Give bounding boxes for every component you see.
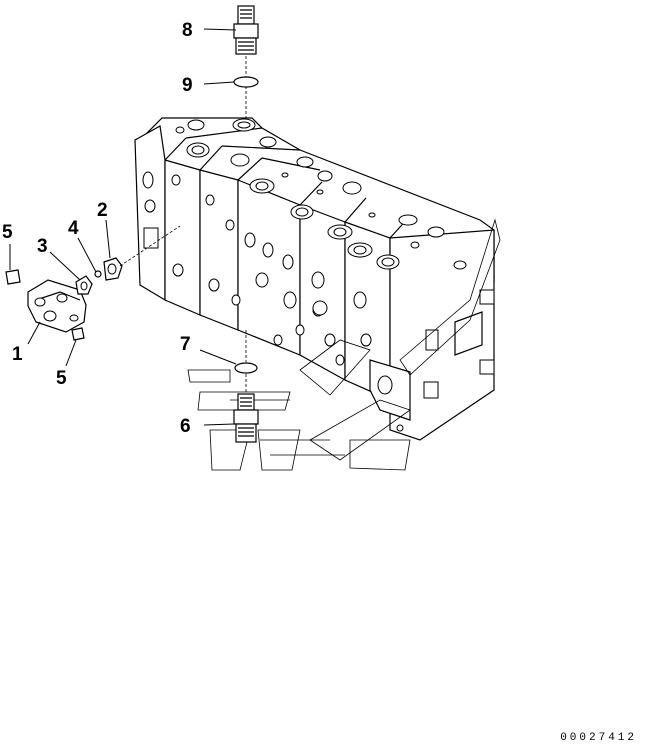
leader-7 (199, 349, 237, 365)
part-8-relief-valve (233, 5, 259, 118)
part-2-plug (103, 257, 123, 281)
leader-3 (49, 251, 81, 281)
part-1-cover (27, 279, 87, 333)
part-5-bolt-lower (71, 327, 85, 341)
drawing-number: 00027412 (560, 732, 637, 744)
callout-6: 6 (180, 416, 191, 437)
callout-5-lower: 5 (56, 368, 67, 389)
leader-9 (203, 81, 235, 85)
callout-9: 9 (182, 75, 193, 96)
callout-8: 8 (182, 20, 193, 41)
leader-8 (203, 28, 237, 31)
part-4-ball (94, 270, 102, 278)
leader-1 (27, 321, 41, 345)
callout-7: 7 (180, 334, 191, 355)
callout-4: 4 (68, 218, 79, 239)
callout-3: 3 (37, 236, 48, 257)
callout-1: 1 (12, 344, 23, 365)
phantom-outline (187, 218, 501, 471)
callout-2: 2 (97, 200, 108, 221)
callout-5-upper: 5 (2, 222, 13, 243)
part-5-bolt-upper (5, 269, 21, 285)
leader-5b (65, 339, 77, 367)
part-7-o-ring (234, 362, 258, 374)
part-3-plug (75, 275, 93, 295)
leader-4 (77, 237, 97, 273)
control-valve-body (134, 117, 495, 441)
part-9-o-ring (233, 76, 259, 88)
part-6-relief-valve (233, 374, 259, 443)
leader-6 (203, 423, 235, 426)
leader-2 (105, 219, 111, 259)
